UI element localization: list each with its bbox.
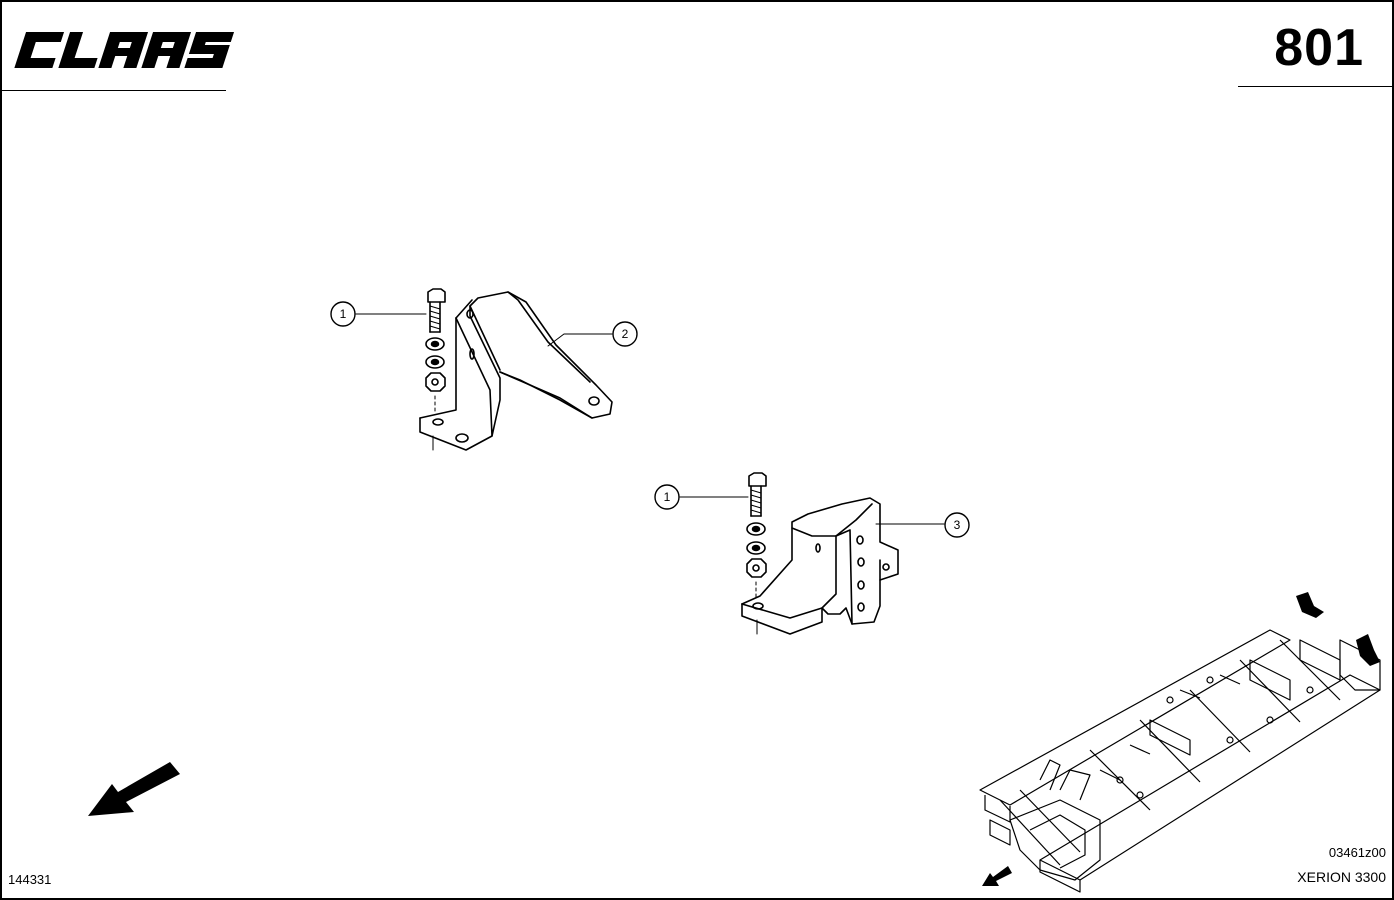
callout-3: 3 bbox=[944, 512, 970, 538]
model-name: XERION 3300 bbox=[1297, 869, 1386, 885]
callout-1-lower: 1 bbox=[654, 484, 680, 510]
washer-upper-1 bbox=[425, 337, 445, 351]
header-rule-right bbox=[1238, 86, 1392, 87]
svg-text:1: 1 bbox=[664, 490, 671, 504]
washer-upper-2 bbox=[425, 355, 445, 369]
svg-text:3: 3 bbox=[954, 518, 961, 532]
callout-1-upper: 1 bbox=[330, 301, 356, 327]
bolt-lower bbox=[748, 472, 767, 517]
small-direction-arrow-icon bbox=[982, 866, 1012, 886]
svg-text:1: 1 bbox=[340, 307, 347, 321]
chassis-overview bbox=[979, 629, 1381, 893]
page-number: 801 bbox=[1274, 19, 1364, 77]
sheet-number: 144331 bbox=[8, 872, 52, 887]
washer-lower-2 bbox=[746, 541, 766, 555]
nut-lower bbox=[746, 558, 767, 578]
bracket-part-2 bbox=[419, 291, 613, 451]
nut-upper bbox=[425, 372, 446, 392]
image-code: 03461z00 bbox=[1328, 845, 1386, 860]
callout-2: 2 bbox=[612, 321, 638, 347]
direction-arrow-icon bbox=[88, 762, 180, 816]
claas-logo bbox=[14, 32, 234, 68]
bracket-part-3 bbox=[741, 497, 899, 635]
svg-text:2: 2 bbox=[622, 327, 629, 341]
header-rule-left bbox=[2, 90, 226, 91]
chassis-bracket-highlight bbox=[1296, 592, 1380, 666]
washer-lower-1 bbox=[746, 522, 766, 536]
bolt-upper bbox=[427, 288, 446, 333]
